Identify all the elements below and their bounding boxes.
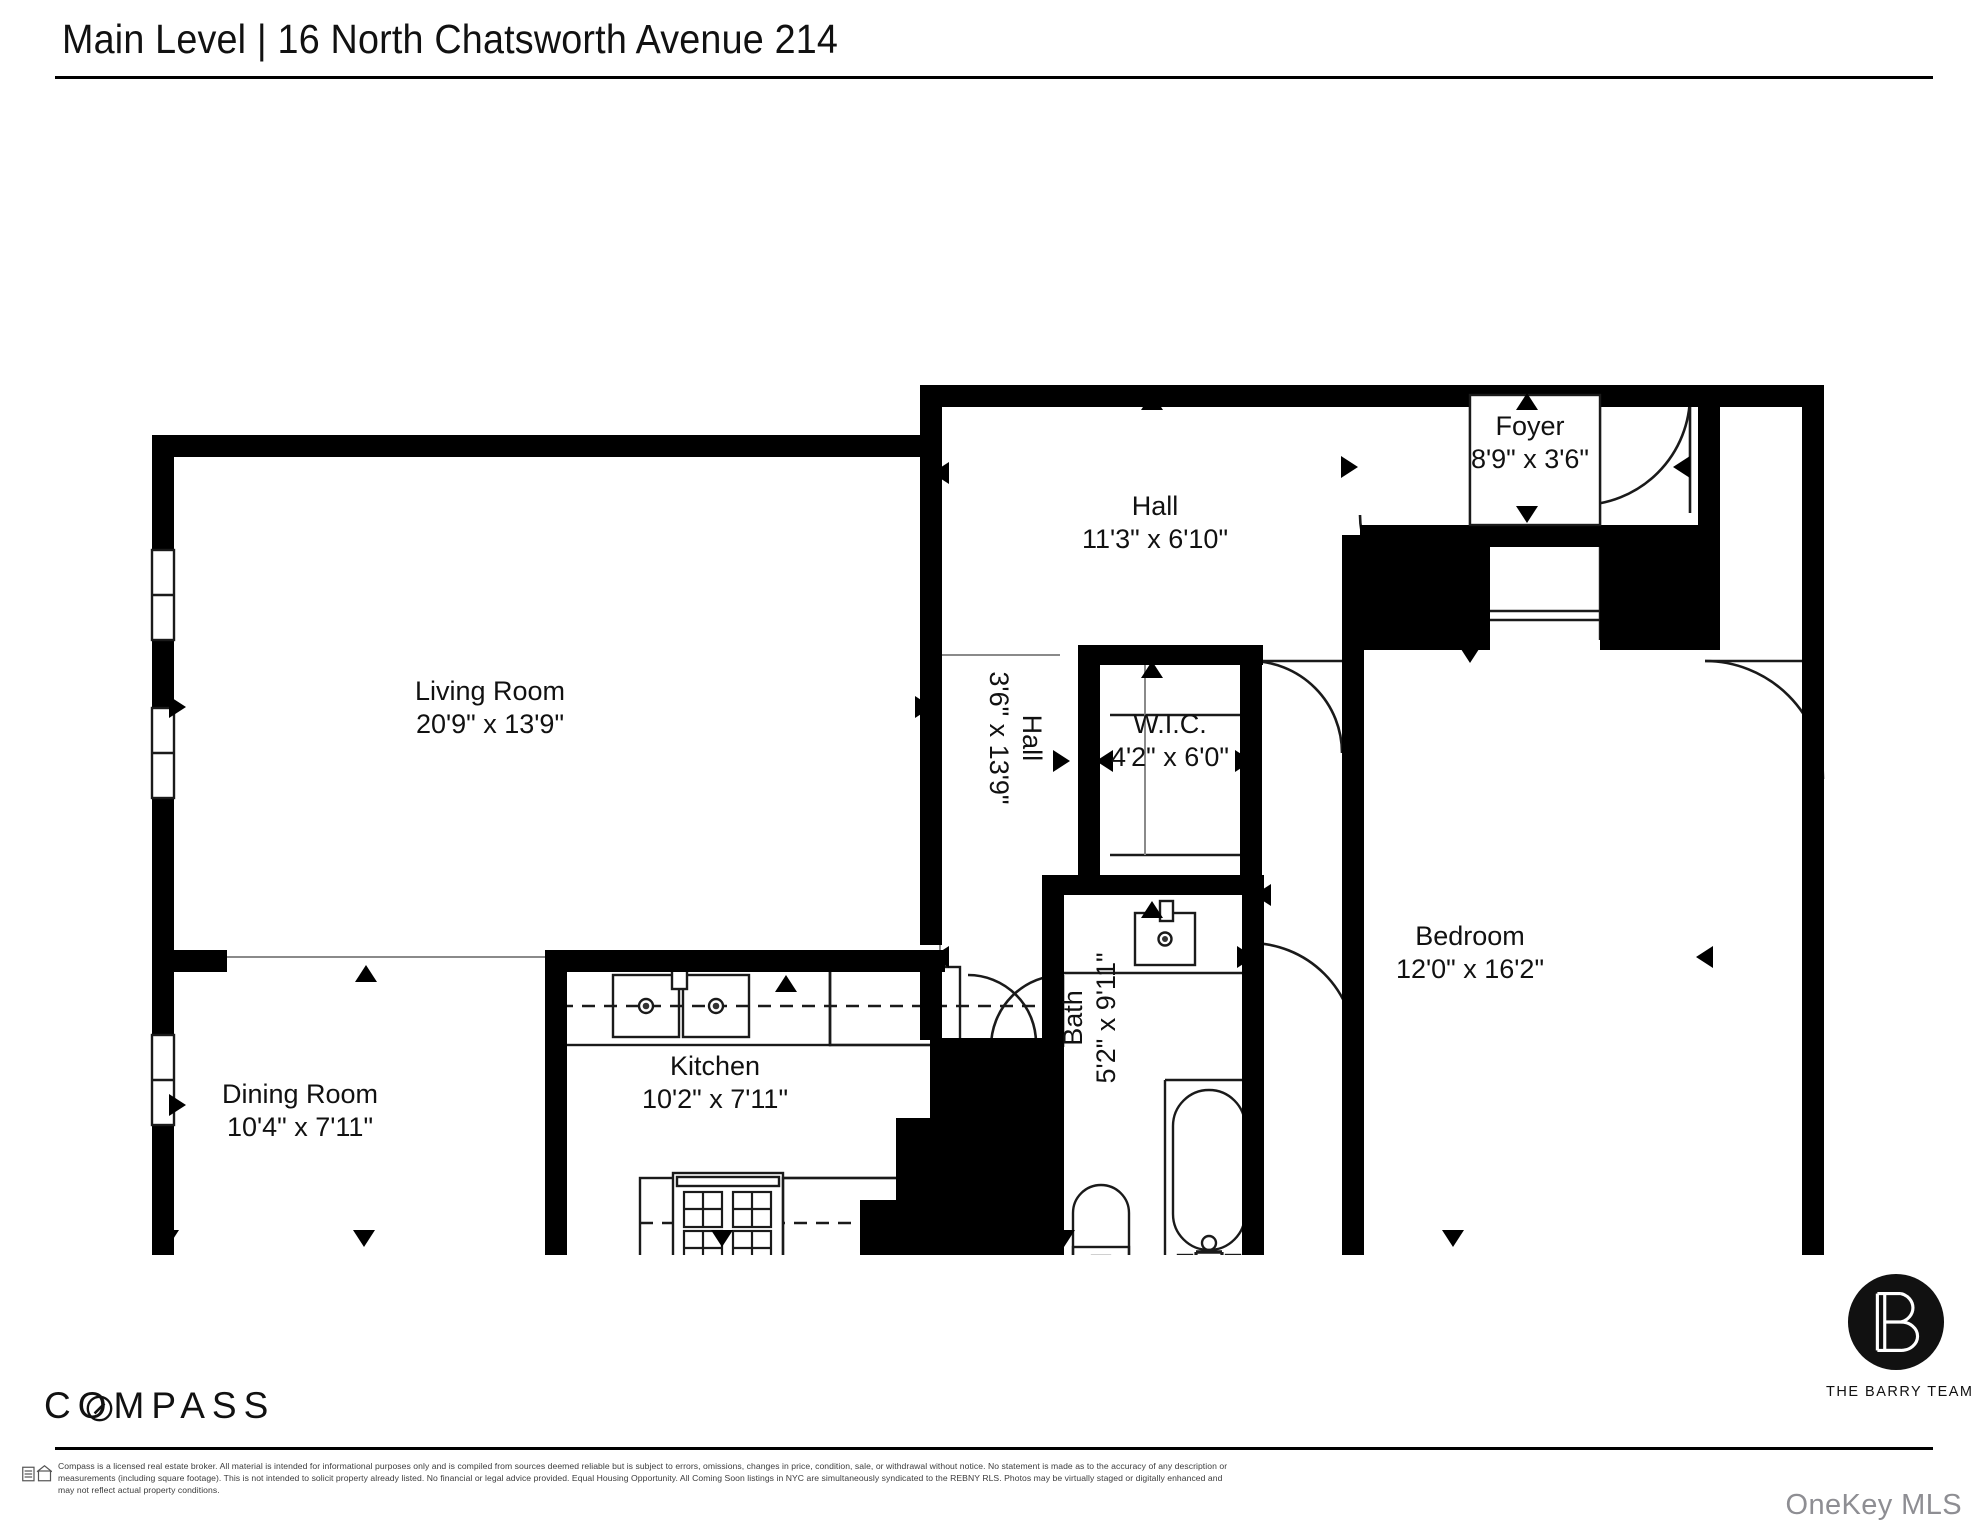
interior-detail-lines xyxy=(160,395,1602,1255)
dimension-markers xyxy=(157,393,1713,1247)
compass-logo: COMPASS xyxy=(44,1385,275,1427)
header: Main Level | 16 North Chatsworth Avenue … xyxy=(0,0,1988,92)
legal-disclaimer: Compass is a licensed real estate broker… xyxy=(58,1461,1228,1496)
mls-watermark: OneKey MLS xyxy=(1785,1489,1962,1521)
page-title: Main Level | 16 North Chatsworth Avenue … xyxy=(62,16,839,62)
footer-divider xyxy=(55,1447,1933,1450)
windows xyxy=(150,393,1602,1127)
barry-team-name: THE BARRY TEAM xyxy=(1826,1384,1974,1400)
barry-team-logo: THE BARRY TEAM xyxy=(1826,1273,1974,1400)
compass-wordmark: COMPASS xyxy=(44,1385,276,1426)
footer: COMPASS Compass is a licensed real estat… xyxy=(0,1255,1988,1536)
floor-plan-drawing xyxy=(150,385,1825,1255)
letter-b-icon xyxy=(1847,1273,1945,1371)
header-divider xyxy=(55,76,1933,79)
barry-team-mark xyxy=(1847,1273,1945,1371)
equal-housing-opportunity-icon xyxy=(22,1464,52,1482)
walls xyxy=(152,385,1824,1255)
compass-needle-icon xyxy=(86,1395,113,1422)
floor-plan: Living Room 20'9" x 13'9" Dining Room 10… xyxy=(0,95,1988,1255)
